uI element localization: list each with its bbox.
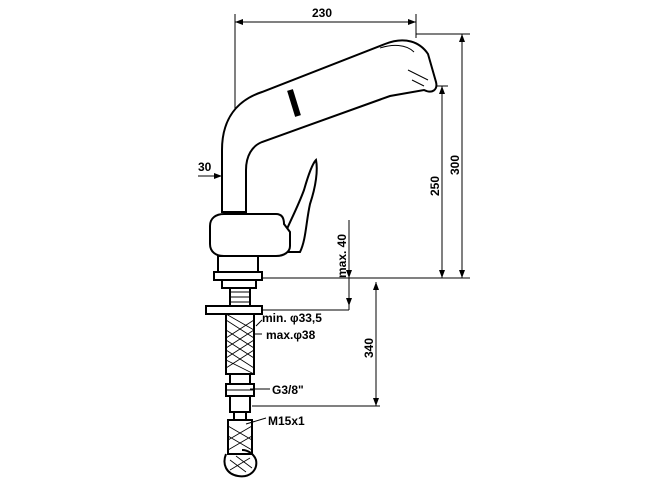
dim-label-300: 300 [448,155,462,175]
label-thread-m: M15x1 [268,414,305,428]
dim-label-30: 30 [198,160,212,174]
leader-m15 [245,417,267,425]
faucet-spout [221,39,438,213]
dimension-max40: max. 40 [335,220,352,310]
dimension-300: 300 [416,33,470,278]
dimension-340: 340 [252,282,380,407]
mixer-body [209,213,291,281]
label-min-hole: min. φ33,5 [262,311,322,325]
dim-label-230: 230 [312,6,332,20]
dimension-230: 230 [234,6,417,110]
label-max-hole: max.φ38 [266,328,316,342]
supply-hoses [223,313,258,478]
dimension-250: 250 [428,85,448,278]
dim-label-max40: max. 40 [335,234,349,278]
leader-min [255,319,263,327]
label-thread-g: G3/8" [272,383,304,397]
spout-band [287,89,301,117]
dim-label-340: 340 [362,338,376,358]
mounting-shank [205,279,349,315]
dim-label-250: 250 [428,176,442,196]
